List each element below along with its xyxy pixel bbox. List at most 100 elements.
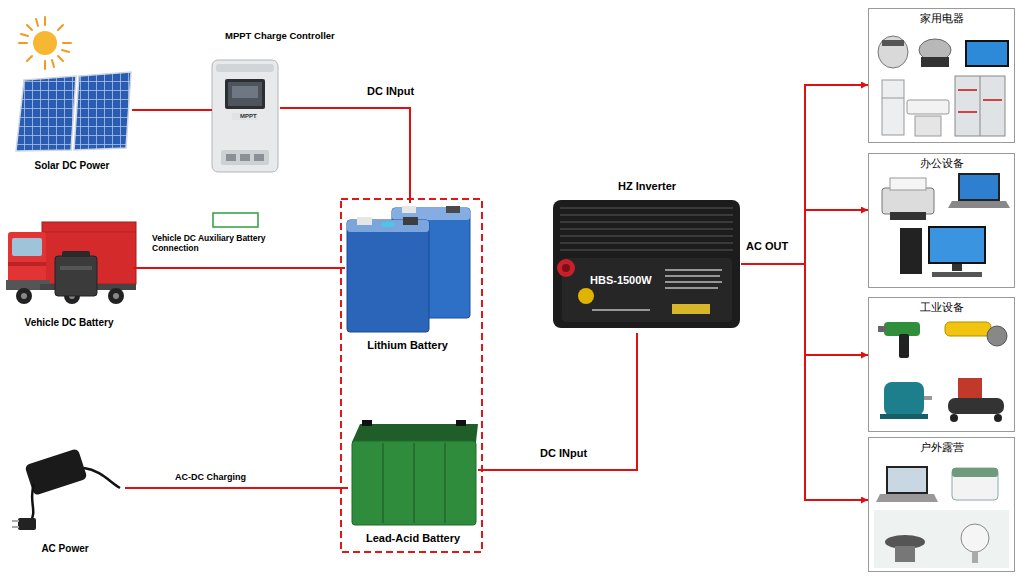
industrial-equipment-icons-part bbox=[958, 378, 982, 398]
truck-illustration-part bbox=[113, 293, 119, 299]
category-box: 家用电器 bbox=[868, 8, 1015, 143]
battery-node: Lead-Acid Battery bbox=[348, 418, 478, 548]
industrial-equipment-icons-part bbox=[950, 414, 958, 422]
ac-adapter-part bbox=[12, 526, 19, 528]
power-connector bbox=[741, 264, 868, 500]
office-equipment-icons-part bbox=[958, 173, 1000, 201]
lithium-cells-part bbox=[402, 206, 416, 213]
home-appliances-icons-part bbox=[907, 100, 949, 114]
home-appliances-icons-part bbox=[882, 80, 904, 135]
device-marking: MPPT bbox=[240, 113, 257, 120]
inverter-device-part bbox=[562, 258, 732, 322]
industrial-equipment-icons-part bbox=[945, 322, 991, 336]
mppt-controller-part bbox=[228, 82, 262, 106]
node-label: Vehicle DC Battery bbox=[5, 317, 133, 329]
device-node: AC Power bbox=[5, 450, 125, 557]
connector-label: DC INput bbox=[367, 85, 414, 98]
inverter-device-part bbox=[562, 264, 570, 272]
inverter-device-part bbox=[578, 288, 594, 304]
industrial-equipment-icons-part bbox=[880, 414, 928, 419]
lithium-cells-part bbox=[403, 217, 418, 225]
mppt-controller-part bbox=[232, 86, 258, 98]
sun-icon-part-part bbox=[21, 34, 28, 36]
truck-illustration-part bbox=[108, 288, 124, 304]
solar-panel bbox=[16, 72, 131, 151]
home-appliances-icons-part-part bbox=[958, 111, 977, 113]
sun-icon-part-part bbox=[36, 19, 38, 26]
truck-illustration-part bbox=[8, 262, 46, 266]
home-appliances-icons-part bbox=[878, 36, 908, 68]
outdoor-camping-icons-part bbox=[886, 466, 928, 494]
battery-node: Lithium Battery bbox=[345, 203, 470, 355]
inverter-device-part-part bbox=[560, 221, 733, 223]
truck-illustration-part bbox=[62, 251, 90, 257]
industrial-equipment-icons-part bbox=[884, 382, 924, 416]
mppt-controller-part bbox=[221, 150, 269, 165]
node-label: HZ Inverter bbox=[553, 180, 741, 193]
home-appliances-icons-part bbox=[882, 98, 904, 99]
sun-icon-part bbox=[19, 17, 71, 69]
home-appliances-icons-part bbox=[967, 42, 1007, 65]
office-equipment-icons-part bbox=[948, 201, 1010, 208]
sun-icon bbox=[19, 17, 71, 69]
inverter-device-part-part bbox=[560, 214, 733, 216]
sun-icon-part-part bbox=[27, 56, 32, 61]
node-label: 工业设备 bbox=[869, 301, 1014, 314]
category-box: 办公设备 bbox=[868, 153, 1015, 288]
outdoor-camping-icons-part bbox=[895, 546, 915, 562]
industrial-equipment-icons-part bbox=[948, 398, 1004, 414]
node-label: Lithium Battery bbox=[345, 339, 470, 352]
device-node: Vehicle DC Battery bbox=[5, 210, 133, 332]
power-connector bbox=[741, 210, 868, 264]
node-label: MPPT Charge Controller bbox=[225, 31, 335, 42]
ac-adapter-part bbox=[30, 484, 34, 522]
power-connector bbox=[741, 264, 868, 355]
lithium-cells-part bbox=[382, 222, 394, 227]
home-appliances-icons-part bbox=[955, 76, 1005, 136]
sun-icon-part-part bbox=[62, 50, 69, 52]
outdoor-camping-icons-part bbox=[972, 551, 978, 563]
ac-adapter bbox=[12, 448, 120, 530]
office-equipment-icons-part bbox=[928, 226, 986, 264]
home-appliances-icons-part bbox=[882, 40, 904, 46]
office-equipment-icons-part bbox=[960, 175, 998, 199]
inverter-node: HZ InverterHBS-1500W bbox=[553, 178, 741, 333]
sun-icon-part-part bbox=[44, 61, 46, 69]
power-connector bbox=[125, 487, 348, 489]
connector-label: AC OUT bbox=[746, 240, 788, 253]
outdoor-camping-icons-part bbox=[952, 468, 998, 500]
inverter-device-part-part bbox=[560, 228, 733, 230]
node-label: 家用电器 bbox=[869, 12, 1014, 25]
connector-label: Vehicle DC Auxiliary Battery Connection bbox=[152, 234, 292, 254]
node-label: Lead-Acid Battery bbox=[348, 532, 478, 545]
mppt-controller-part bbox=[254, 154, 264, 161]
inverter-device-part-part bbox=[560, 207, 733, 209]
device-node: Solar DC Power bbox=[12, 25, 132, 177]
inverter-device-part bbox=[672, 304, 710, 314]
home-appliances-icons-part bbox=[921, 57, 949, 67]
inverter-device-part bbox=[560, 208, 733, 250]
lead-acid-battery-part bbox=[352, 424, 478, 442]
industrial-equipment-icons-part bbox=[869, 298, 1014, 431]
sun-icon-part-part bbox=[58, 25, 63, 30]
lithium-cells bbox=[347, 206, 470, 332]
mppt-controller-part bbox=[232, 113, 258, 120]
lithium-cells-part bbox=[357, 217, 372, 225]
truck-illustration-part bbox=[8, 232, 46, 284]
office-equipment-icons-part bbox=[932, 272, 982, 277]
outdoor-camping-icons-part bbox=[869, 438, 1014, 571]
mppt-controller-part bbox=[226, 154, 236, 161]
office-equipment-icons-part bbox=[900, 228, 922, 274]
solar-panel-part bbox=[74, 72, 131, 150]
node-label: Solar DC Power bbox=[12, 160, 132, 172]
office-equipment-icons-part bbox=[930, 228, 984, 262]
home-appliances-icons-part bbox=[915, 116, 941, 136]
truck-illustration-part bbox=[21, 293, 27, 299]
inverter-device-part-part bbox=[665, 269, 722, 271]
ac-adapter-part bbox=[18, 518, 36, 530]
lead-acid-battery-part bbox=[456, 420, 466, 426]
category-box: 工业设备 bbox=[868, 297, 1015, 432]
ac-adapter-part bbox=[12, 520, 19, 522]
